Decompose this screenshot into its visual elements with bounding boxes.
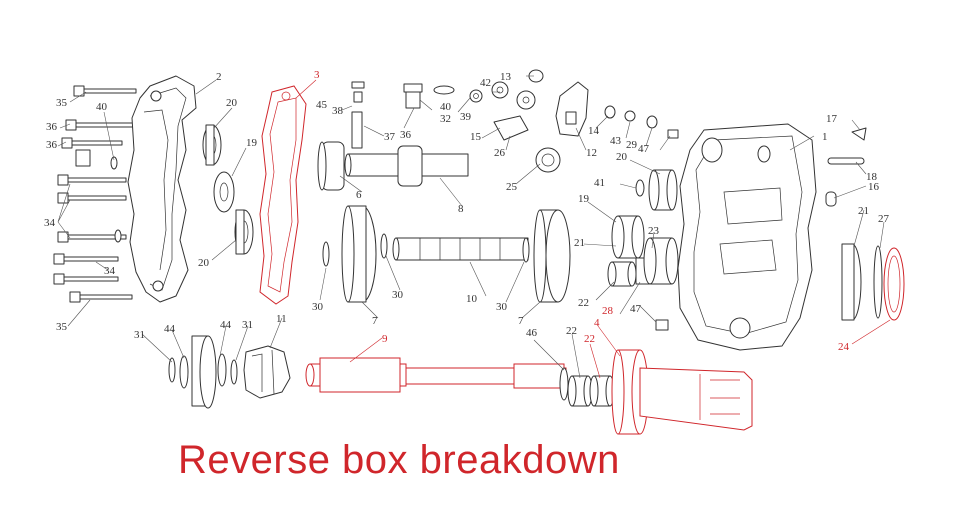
callout-42: 42: [480, 77, 491, 89]
output-shaft: [305, 357, 567, 393]
callout-44: 44: [164, 323, 176, 335]
right-bearings: [607, 129, 679, 331]
callout-22: 22: [584, 333, 595, 345]
callout-39: 39: [460, 111, 472, 123]
gear-7-right: [522, 209, 571, 303]
callout-10: 10: [466, 293, 478, 305]
callout-13: 13: [500, 71, 512, 83]
callout-36: 36: [46, 139, 58, 151]
callout-22: 22: [578, 297, 589, 309]
callout-16: 16: [868, 181, 880, 193]
shaft-10: [392, 237, 529, 261]
callout-43: 43: [610, 135, 622, 147]
callout-9: 9: [382, 333, 388, 345]
callout-23: 23: [648, 225, 660, 237]
gear-7-left: [322, 205, 388, 303]
callout-35: 35: [56, 321, 68, 333]
callout-21: 21: [574, 237, 585, 249]
callout-28: 28: [602, 305, 614, 317]
callout-11: 11: [276, 313, 287, 325]
callout-46: 46: [526, 327, 538, 339]
callout-19: 19: [246, 137, 258, 149]
callout-7: 7: [372, 315, 378, 327]
callout-32: 32: [440, 113, 451, 125]
main-housing: [677, 123, 817, 351]
callout-47: 47: [630, 303, 642, 315]
callout-7: 7: [518, 315, 524, 327]
callout-20: 20: [226, 97, 238, 109]
callout-36: 36: [46, 121, 58, 133]
callout-20: 20: [198, 257, 210, 269]
callout-6: 6: [356, 189, 362, 201]
callout-4: 4: [594, 317, 600, 329]
left-bolt-set: [53, 85, 137, 303]
callout-41: 41: [594, 177, 605, 189]
callout-20: 20: [616, 151, 628, 163]
callout-30: 30: [496, 301, 508, 313]
callout-22: 22: [566, 325, 577, 337]
callout-25: 25: [506, 181, 518, 193]
callout-40: 40: [440, 101, 452, 113]
leader-lines: [57, 75, 891, 379]
bottom-left-gear-set: [168, 335, 291, 409]
callout-36: 36: [400, 129, 412, 141]
callout-12: 12: [586, 147, 597, 159]
cover-plate: [127, 75, 197, 303]
gasket: [259, 85, 307, 305]
callout-37: 37: [384, 131, 396, 143]
callout-15: 15: [470, 131, 482, 143]
callout-30: 30: [392, 289, 404, 301]
callout-24: 24: [838, 341, 850, 353]
left-bearings: [202, 124, 254, 255]
callout-29: 29: [626, 139, 638, 151]
callout-17: 17: [826, 113, 838, 125]
callout-19: 19: [578, 193, 590, 205]
callout-2: 2: [216, 71, 222, 83]
gear-4-assembly: [559, 349, 753, 435]
callout-38: 38: [332, 105, 344, 117]
callout-21: 21: [858, 205, 869, 217]
right-small-parts: [825, 127, 905, 321]
callout-34: 34: [104, 265, 116, 277]
callout-31: 31: [134, 329, 145, 341]
callout-40: 40: [96, 101, 108, 113]
callout-14: 14: [588, 125, 600, 137]
callout-45: 45: [316, 99, 328, 111]
callout-44: 44: [220, 319, 232, 331]
callout-1: 1: [822, 131, 828, 143]
callout-26: 26: [494, 147, 506, 159]
callout-47: 47: [638, 143, 650, 155]
callout-8: 8: [458, 203, 464, 215]
callout-3: 3: [314, 69, 320, 81]
callout-18: 18: [866, 171, 878, 183]
gear-6-and-shaft-8: [317, 141, 469, 191]
callout-labels: 35 40 36 36 34 34 35 2 20 19 20 3 45 38 …: [44, 69, 890, 353]
callout-35: 35: [56, 97, 68, 109]
callout-31: 31: [242, 319, 253, 331]
callout-34: 34: [44, 217, 56, 229]
callout-27: 27: [878, 213, 890, 225]
diagram-caption: Reverse box breakdown: [178, 438, 620, 482]
callout-30: 30: [312, 301, 324, 313]
